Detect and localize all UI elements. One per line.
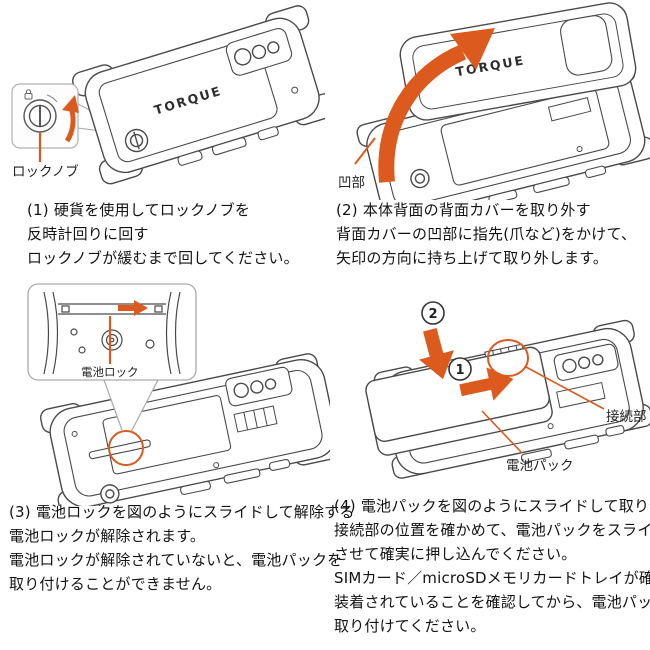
battery-pack-label: 電池パック xyxy=(506,458,574,474)
step2-marker: 2 xyxy=(421,301,445,325)
lock-knob-label: ロックノブ xyxy=(12,163,79,180)
highlight-circle xyxy=(487,339,529,377)
highlight-circle xyxy=(108,430,144,466)
instruction-line: (2) 本体背面の背面カバーを取り外す xyxy=(336,201,591,219)
figure-step1-lock-knob: TORQUE ロックノブ xyxy=(11,5,325,185)
label-leader-line xyxy=(481,410,523,454)
svg-text:2: 2 xyxy=(428,307,437,322)
instruction-line: 取り付けることができません。 xyxy=(9,575,222,593)
phone-interior-illustration xyxy=(40,353,330,506)
instruction-line: 反時計回りに回す xyxy=(27,225,149,243)
callout-pointer-edge xyxy=(130,379,159,433)
instruction-line: 電池ロックが解除されます。 xyxy=(9,527,206,545)
figure-step2-remove-cover: TORQUE 凹部 xyxy=(338,2,650,200)
press-down-arrow-icon xyxy=(419,328,454,380)
svg-text:1: 1 xyxy=(455,363,464,378)
label-leader-line xyxy=(525,366,605,410)
slide-arrow-icon xyxy=(118,300,148,316)
sim-microsd-tray xyxy=(556,381,606,409)
instruction-line: (1) 硬貨を使用してロックノブを xyxy=(27,201,251,219)
instruction-step3: (3) 電池ロックを図のようにスライドして解除する 電池ロックが解除されます。 … xyxy=(9,500,355,596)
callout-pointer-edge xyxy=(103,379,123,431)
camera-window-opening xyxy=(560,15,613,76)
padlock-icon xyxy=(24,89,33,100)
battery-lock-slider xyxy=(88,439,151,460)
rotate-arrow-icon xyxy=(62,95,79,143)
phone-body-open-illustration xyxy=(356,58,650,200)
lock-knob-on-cover xyxy=(124,128,149,153)
instruction-line: 背面カバーの凹部に指先(爪など)をかけて、 xyxy=(336,225,637,243)
instruction-line: 接続部の位置を確かめて、電池パックをスライド xyxy=(334,521,650,539)
instruction-line: させて確実に押し込んでください。 xyxy=(334,545,577,563)
figure-step3-battery-lock: 電池ロック xyxy=(27,283,330,506)
instruction-line: (3) 電池ロックを図のようにスライドして解除する xyxy=(9,503,355,521)
back-cover-illustration: TORQUE xyxy=(399,2,637,121)
instruction-line: 矢印の方向に持ち上げて取り外します。 xyxy=(336,249,609,267)
phone-back-illustration: TORQUE xyxy=(72,5,325,185)
figure-step4-insert-battery: 2 1 接続部 電池パック xyxy=(365,301,650,479)
instruction-step4: (4) 電池パックを図のようにスライドして取り付ける 接続部の位置を確かめて、電… xyxy=(334,494,650,638)
instruction-line: (4) 電池パックを図のようにスライドして取り付ける xyxy=(334,497,650,515)
lock-knob-callout: ロックノブ xyxy=(11,83,79,180)
instruction-line: 電池ロックが解除されていないと、電池パックを xyxy=(9,551,343,569)
connector-label: 接続部 xyxy=(606,408,647,425)
dial-tick-arc xyxy=(46,94,58,103)
label-leader-line xyxy=(354,137,376,165)
recess-label: 凹部 xyxy=(338,175,365,191)
phone-bottom-zoom-art xyxy=(43,291,181,375)
instruction-step1: (1) 硬貨を使用してロックノブを 反時計回りに回す ロックノブが緩むまで回して… xyxy=(27,198,322,270)
instruction-line: 装着されていることを確認してから、電池パックを xyxy=(334,593,650,611)
instruction-line: SIMカード／microSDメモリカードトレイが確実に xyxy=(334,569,650,587)
instruction-step2: (2) 本体背面の背面カバーを取り外す 背面カバーの凹部に指先(爪など)をかけて… xyxy=(336,198,648,270)
battery-lock-callout: 電池ロック xyxy=(27,283,197,381)
step1-marker: 1 xyxy=(448,357,472,381)
instruction-line: ロックノブが緩むまで回してください。 xyxy=(27,249,299,267)
lift-arrow-icon xyxy=(378,28,495,183)
slide-right-arrow-icon xyxy=(459,367,514,401)
callout-pointer-wedge xyxy=(104,380,158,432)
battery-lock-label: 電池ロック xyxy=(81,365,139,379)
instruction-line: 取り付けてください。 xyxy=(334,617,486,635)
